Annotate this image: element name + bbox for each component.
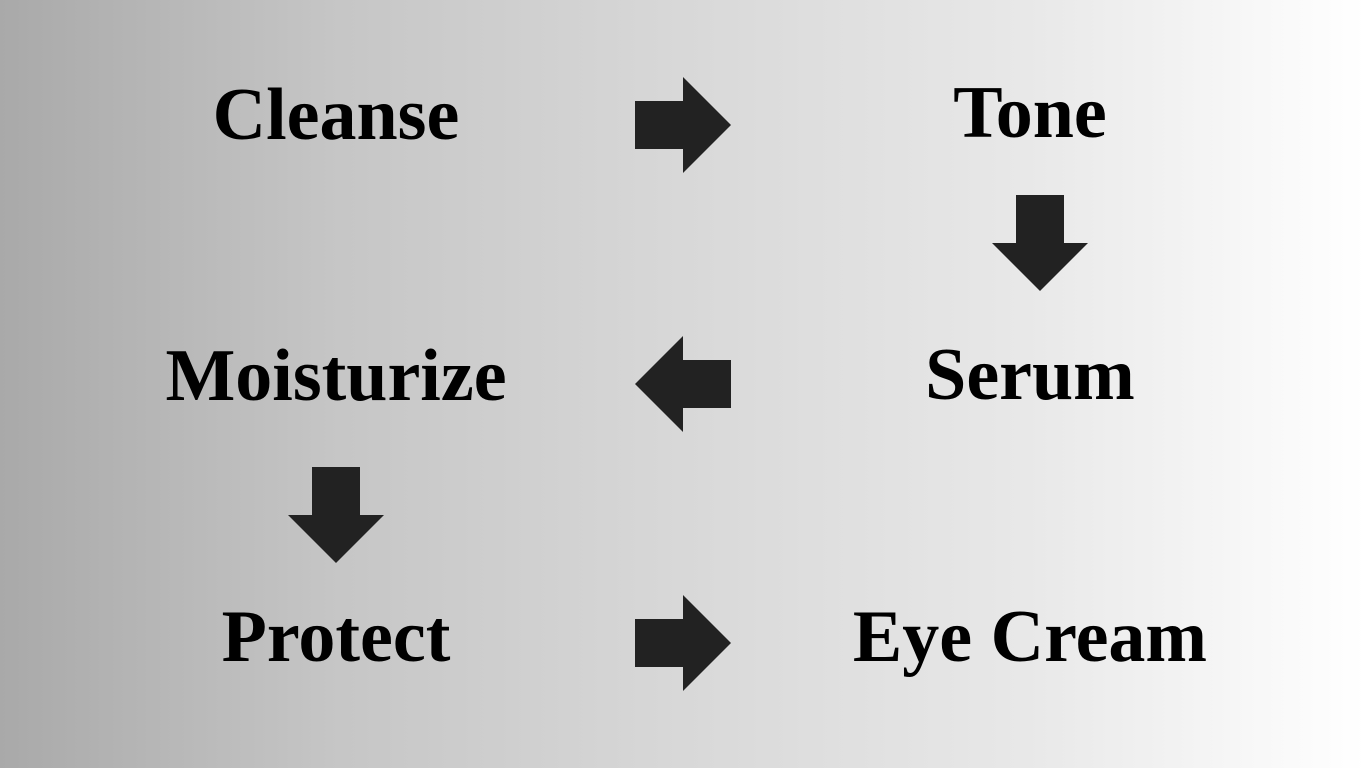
step-serum: Serum	[925, 334, 1135, 416]
arrow-down-icon	[288, 467, 384, 563]
arrow-right-icon	[635, 595, 731, 691]
arrow-left-icon	[635, 336, 731, 432]
step-moisturize: Moisturize	[165, 335, 507, 417]
step-eye-cream: Eye Cream	[852, 596, 1208, 678]
step-protect: Protect	[221, 596, 451, 678]
step-tone: Tone	[953, 72, 1107, 154]
arrow-down-icon	[992, 195, 1088, 291]
arrow-right-icon	[635, 77, 731, 173]
step-cleanse: Cleanse	[212, 74, 460, 156]
